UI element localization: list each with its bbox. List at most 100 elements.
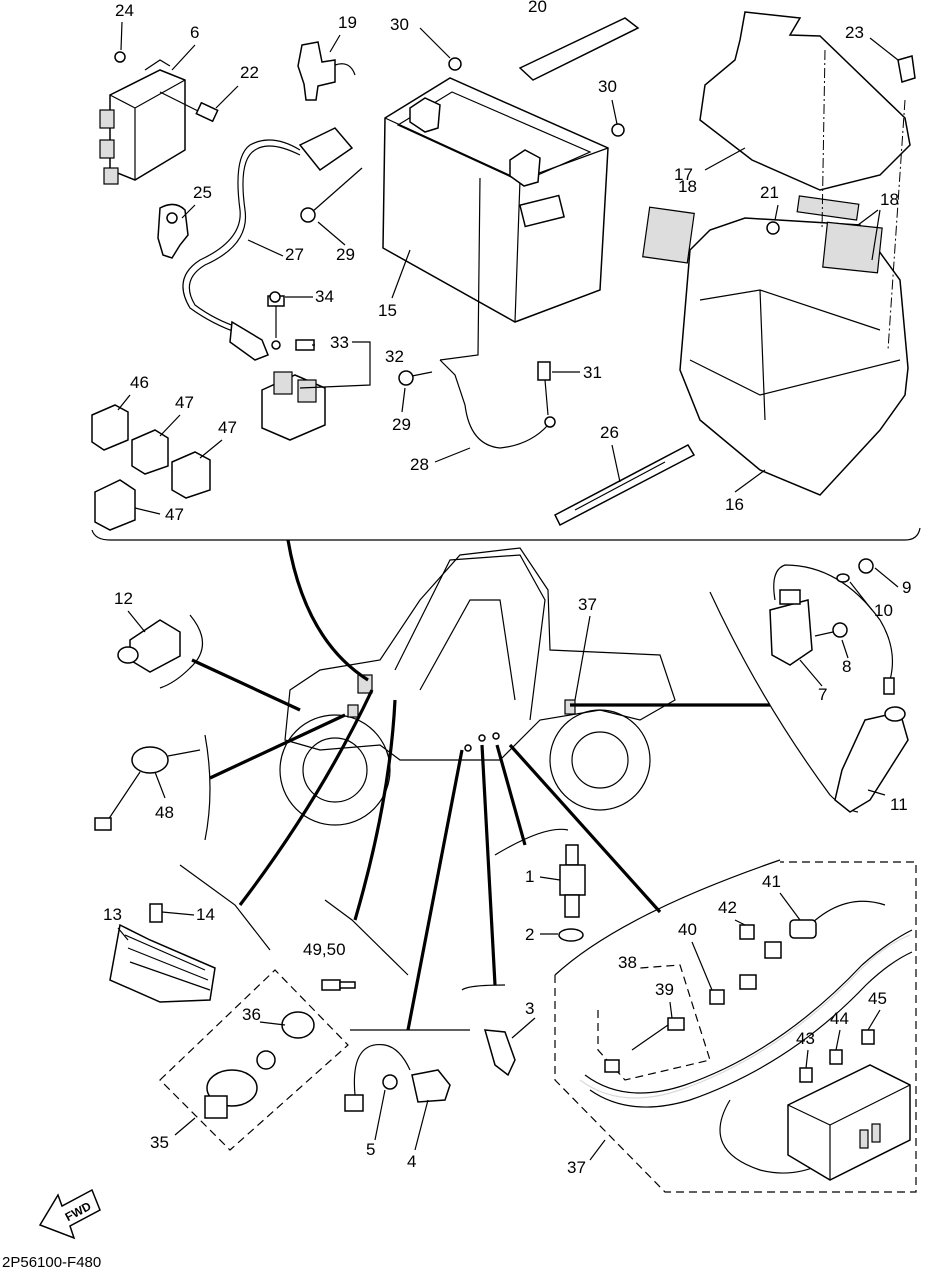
callout-23: 23 — [845, 23, 864, 42]
callout-28: 28 — [410, 455, 429, 474]
washer-10 — [836, 573, 850, 583]
bolt-14 — [149, 903, 163, 923]
callout-41: 41 — [762, 872, 781, 891]
battery-box-16 — [642, 49, 909, 496]
callout-22: 22 — [240, 63, 259, 82]
sensor-4 — [411, 1069, 451, 1103]
group-37-outline — [554, 861, 917, 1193]
callout-21: 21 — [760, 183, 779, 202]
callout-25: 25 — [193, 183, 212, 202]
coupler-47c — [94, 479, 136, 531]
sensor-48 — [94, 746, 201, 831]
callout-14: 14 — [196, 905, 215, 924]
callout-10: 10 — [874, 601, 893, 620]
callout-7: 7 — [818, 685, 827, 704]
spark-plug-3 — [483, 1029, 516, 1077]
ignition-coil-7 — [769, 564, 895, 695]
callout-30b: 30 — [598, 77, 617, 96]
screw-21 — [766, 221, 780, 235]
bolt-9 — [858, 558, 874, 574]
battery-band-20 — [518, 17, 640, 81]
rectifier-regulator-13 — [109, 923, 216, 1003]
callout-44: 44 — [830, 1009, 849, 1028]
fuses-43-44-45 — [799, 1029, 875, 1083]
coupler-46 — [91, 404, 129, 451]
knob-36 — [281, 1011, 315, 1039]
callout-27: 27 — [285, 245, 304, 264]
bolt-29-lower — [398, 370, 433, 386]
screw-24 — [114, 51, 126, 63]
callout-13: 13 — [103, 905, 122, 924]
spark-plug-1 — [559, 844, 586, 918]
battery-15 — [382, 57, 625, 323]
callout-35: 35 — [150, 1133, 169, 1152]
group-38-outline — [597, 964, 711, 1081]
callout-26: 26 — [600, 423, 619, 442]
bolt-8 — [814, 622, 848, 638]
callout-30a: 30 — [390, 15, 409, 34]
callout-47c: 47 — [165, 505, 184, 524]
callout-2: 2 — [525, 925, 534, 944]
sensor-5 — [344, 1044, 411, 1112]
callout-18a: 18 — [678, 177, 697, 196]
callout-24: 24 — [115, 1, 134, 20]
starter-relay-32 — [261, 295, 326, 441]
callout-49-50: 49,50 — [303, 940, 346, 959]
forward-arrow-icon: FWD — [38, 1188, 101, 1240]
cable-tie-26 — [554, 444, 696, 527]
callout-16: 16 — [725, 495, 744, 514]
callout-6: 6 — [190, 23, 199, 42]
callout-12: 12 — [114, 589, 133, 608]
callout-17: 17 — [674, 165, 693, 184]
callout-34: 34 — [315, 287, 334, 306]
callout-42: 42 — [718, 898, 737, 917]
callout-37a: 37 — [578, 595, 597, 614]
callout-18b: 18 — [880, 190, 899, 209]
callout-38: 38 — [618, 953, 637, 972]
callout-33: 33 — [330, 333, 349, 352]
vehicle-body — [279, 547, 676, 826]
clamp-19 — [297, 41, 356, 101]
cdi-unit-6 — [99, 59, 186, 185]
ground-cable-28 — [439, 177, 556, 449]
switch-12 — [117, 619, 181, 673]
callout-9: 9 — [902, 578, 911, 597]
fuse-33 — [295, 339, 315, 351]
callout-19: 19 — [338, 13, 357, 32]
key-49-50 — [321, 979, 356, 991]
fuse-box — [787, 1064, 911, 1181]
bolt-29-upper — [300, 167, 363, 223]
wire-harness-37 — [579, 900, 913, 1174]
battery-cover-17 — [699, 11, 911, 191]
callout-29a: 29 — [336, 245, 355, 264]
callout-45: 45 — [868, 989, 887, 1008]
bolt-34 — [269, 291, 281, 303]
callout-36: 36 — [242, 1005, 261, 1024]
callout-39: 39 — [655, 980, 674, 999]
gasket-2 — [558, 928, 584, 942]
coupler-47a — [131, 429, 169, 475]
callout-47a: 47 — [175, 393, 194, 412]
callout-48: 48 — [155, 803, 174, 822]
bolt-23 — [897, 55, 916, 83]
callout-37b: 37 — [567, 1158, 586, 1177]
diagram-code: 2P56100-F480 — [2, 1254, 101, 1270]
bolt-31 — [537, 361, 551, 416]
clamp-25 — [157, 203, 189, 259]
callout-5: 5 — [366, 1140, 375, 1159]
callout-3: 3 — [525, 999, 534, 1018]
callout-8: 8 — [842, 657, 851, 676]
callout-46: 46 — [130, 373, 149, 392]
coupler-47b — [171, 451, 211, 499]
callout-47b: 47 — [218, 418, 237, 437]
bolt-22 — [159, 91, 219, 123]
cable-27 — [182, 127, 354, 361]
callout-40: 40 — [678, 920, 697, 939]
plug-cap-11 — [834, 706, 909, 813]
callout-1: 1 — [525, 867, 534, 886]
group-35-outline — [159, 969, 349, 1151]
callout-15: 15 — [378, 301, 397, 320]
callout-29b: 29 — [392, 415, 411, 434]
callout-32: 32 — [385, 347, 404, 366]
